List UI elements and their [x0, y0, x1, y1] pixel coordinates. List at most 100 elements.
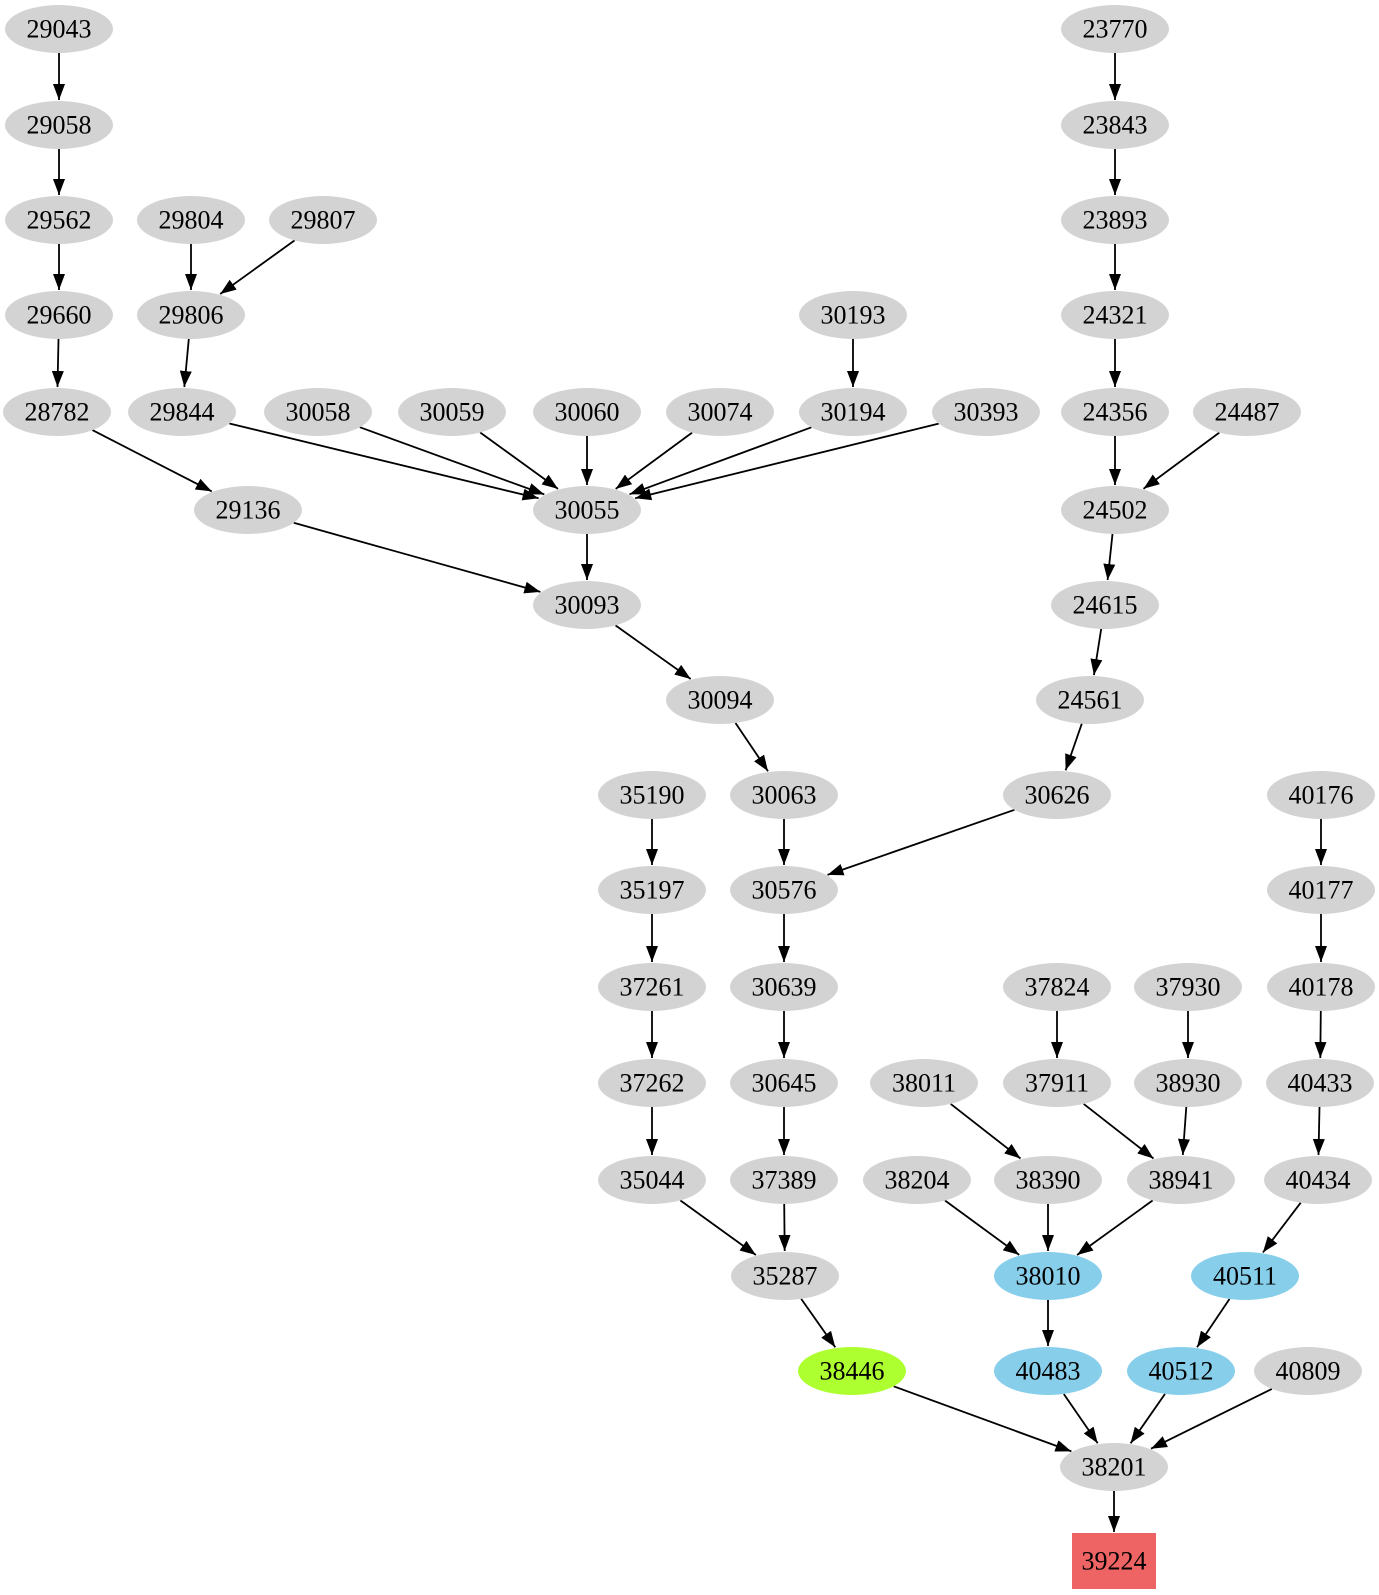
node-24321-ellipse [1061, 291, 1169, 339]
node-30393: 30393 [932, 388, 1040, 436]
edge-29844-30055 [229, 422, 539, 501]
node-30639: 30639 [730, 963, 838, 1011]
node-40177-ellipse [1267, 866, 1375, 914]
node-40434-ellipse [1264, 1156, 1372, 1204]
edge-29806-29844 [179, 338, 192, 388]
edge-30093-30094 [614, 624, 692, 680]
edge-30059-30055 [479, 431, 559, 490]
node-24487: 24487 [1193, 388, 1301, 436]
edge-40809-38201 [1150, 1388, 1273, 1450]
node-30576: 30576 [730, 866, 838, 914]
node-30639-ellipse [730, 963, 838, 1011]
node-24321: 24321 [1061, 291, 1169, 339]
node-40512-ellipse [1127, 1347, 1235, 1395]
node-30093-ellipse [533, 581, 641, 629]
node-35190: 35190 [598, 771, 706, 819]
node-38930-ellipse [1134, 1059, 1242, 1107]
node-35197: 35197 [598, 866, 706, 914]
node-23843-ellipse [1061, 101, 1169, 149]
edge-30094-30063 [734, 722, 769, 772]
node-40483: 40483 [994, 1347, 1102, 1395]
node-30094-ellipse [666, 676, 774, 724]
node-35044: 35044 [598, 1156, 706, 1204]
edge-38941-38010 [1076, 1199, 1154, 1256]
node-37824: 37824 [1003, 963, 1111, 1011]
node-24502: 24502 [1061, 486, 1169, 534]
node-30576-ellipse [730, 866, 838, 914]
node-40178-ellipse [1267, 963, 1375, 1011]
node-35287: 35287 [731, 1252, 839, 1300]
node-38941: 38941 [1127, 1156, 1235, 1204]
node-30193: 30193 [799, 291, 907, 339]
node-30055-ellipse [533, 486, 641, 534]
node-37824-ellipse [1003, 963, 1111, 1011]
node-29043-ellipse [5, 5, 113, 53]
node-30063: 30063 [730, 771, 838, 819]
node-29660-ellipse [5, 291, 113, 339]
node-24502-ellipse [1061, 486, 1169, 534]
node-30060: 30060 [533, 388, 641, 436]
node-30060-ellipse [533, 388, 641, 436]
edges-layer [51, 53, 1327, 1532]
node-38011: 38011 [870, 1059, 978, 1107]
node-24615: 24615 [1051, 581, 1159, 629]
node-38204: 38204 [863, 1156, 971, 1204]
node-35287-ellipse [731, 1252, 839, 1300]
node-29058: 29058 [5, 101, 113, 149]
node-30059: 30059 [398, 388, 506, 436]
node-24487-ellipse [1193, 388, 1301, 436]
node-38930: 38930 [1134, 1059, 1242, 1107]
edge-30074-30055 [615, 431, 693, 490]
node-24615-ellipse [1051, 581, 1159, 629]
node-37262-ellipse [598, 1059, 706, 1107]
edge-40178-40433 [1314, 1010, 1327, 1059]
edge-38446-38201 [893, 1385, 1072, 1453]
node-30058-ellipse [264, 388, 372, 436]
node-40434: 40434 [1264, 1156, 1372, 1204]
node-40177: 40177 [1267, 866, 1375, 914]
edge-24502-24615 [1103, 533, 1116, 581]
edge-29136-30093 [293, 521, 541, 594]
node-23843: 23843 [1061, 101, 1169, 149]
edge-24487-24502 [1142, 431, 1220, 490]
node-28782-ellipse [3, 388, 111, 436]
node-30626-ellipse [1003, 771, 1111, 819]
node-29844-ellipse [128, 388, 236, 436]
node-29136: 29136 [194, 486, 302, 534]
edge-29660-28782 [51, 338, 64, 388]
node-29562: 29562 [5, 196, 113, 244]
node-29043: 29043 [5, 5, 113, 53]
edge-40434-40511 [1262, 1202, 1302, 1254]
node-24356: 24356 [1061, 388, 1169, 436]
node-30194: 30194 [799, 388, 907, 436]
node-40809-ellipse [1254, 1347, 1362, 1395]
node-38204-ellipse [863, 1156, 971, 1204]
edge-40511-40512 [1196, 1298, 1231, 1348]
node-23893: 23893 [1061, 196, 1169, 244]
edge-24561-30626 [1064, 723, 1083, 771]
edge-40483-38201 [1063, 1393, 1099, 1444]
node-37262: 37262 [598, 1059, 706, 1107]
node-28782: 28782 [3, 388, 111, 436]
node-29807-ellipse [269, 196, 377, 244]
node-38011-ellipse [870, 1059, 978, 1107]
node-38010: 38010 [994, 1252, 1102, 1300]
edge-29807-29806 [219, 239, 296, 295]
node-30094: 30094 [666, 676, 774, 724]
node-24561-ellipse [1036, 676, 1144, 724]
edge-40512-38201 [1129, 1393, 1166, 1444]
node-35197-ellipse [598, 866, 706, 914]
node-24356-ellipse [1061, 388, 1169, 436]
node-23893-ellipse [1061, 196, 1169, 244]
node-38201-ellipse [1060, 1443, 1168, 1491]
node-23770-ellipse [1061, 5, 1169, 53]
node-40176: 40176 [1267, 771, 1375, 819]
node-23770: 23770 [1061, 5, 1169, 53]
edge-37389-35287 [778, 1203, 791, 1252]
edge-38204-38010 [944, 1199, 1020, 1256]
edge-30393-30055 [634, 422, 939, 501]
edge-38011-38390 [950, 1103, 1022, 1160]
edge-24615-24561 [1090, 628, 1103, 676]
